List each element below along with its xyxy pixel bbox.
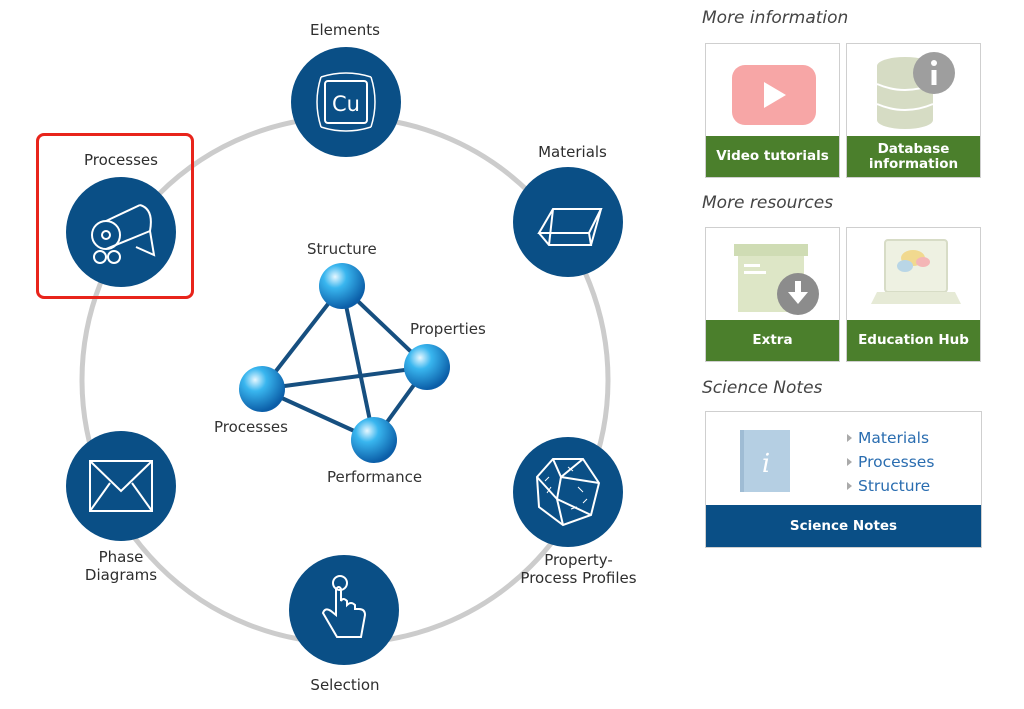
science-notes-panel: i Materials Processes Structure Science … bbox=[705, 411, 982, 548]
property-profiles-node[interactable] bbox=[513, 437, 623, 547]
elements-label[interactable]: Elements bbox=[310, 21, 380, 39]
science-notes-link-structure[interactable]: Structure bbox=[847, 474, 934, 498]
touch-hand-icon bbox=[321, 575, 367, 638]
box-download-icon bbox=[734, 244, 819, 315]
video-tutorials-tile[interactable]: Video tutorials bbox=[705, 43, 840, 178]
phase-diagrams-label[interactable]: Phase Diagrams bbox=[84, 548, 158, 584]
processes-node[interactable] bbox=[66, 177, 176, 287]
selection-label[interactable]: Selection bbox=[310, 676, 380, 694]
info-book-icon: i bbox=[740, 430, 790, 492]
svg-text:i: i bbox=[762, 449, 770, 479]
extra-tile[interactable]: Extra bbox=[705, 227, 840, 362]
processes-label[interactable]: Processes bbox=[84, 151, 158, 169]
education-hub-tile[interactable]: Education Hub bbox=[846, 227, 981, 362]
education-hub-label[interactable]: Education Hub bbox=[847, 320, 980, 361]
element-cu-icon: Cu bbox=[316, 72, 376, 132]
video-tutorials-label[interactable]: Video tutorials bbox=[706, 136, 839, 177]
extra-label[interactable]: Extra bbox=[706, 320, 839, 361]
phase-diagrams-node[interactable] bbox=[66, 431, 176, 541]
more-information-title: More information bbox=[702, 8, 849, 28]
materials-node[interactable] bbox=[513, 167, 623, 277]
science-notes-link-materials[interactable]: Materials bbox=[847, 426, 934, 450]
microstructure-icon bbox=[535, 458, 601, 527]
rolling-mill-icon bbox=[91, 204, 156, 264]
materials-label[interactable]: Materials bbox=[538, 143, 607, 161]
youtube-play-icon bbox=[732, 65, 816, 125]
tetra-label-performance: Performance bbox=[327, 468, 423, 486]
laptop-icon bbox=[871, 239, 961, 304]
ingot-icon bbox=[537, 208, 603, 246]
selection-node[interactable] bbox=[289, 555, 399, 665]
database-info-icon bbox=[876, 52, 955, 129]
science-notes-button[interactable]: Science Notes bbox=[706, 505, 981, 547]
tetra-label-processes: Processes bbox=[214, 418, 288, 436]
science-notes-title: Science Notes bbox=[702, 378, 823, 398]
processes-highlight-box bbox=[36, 133, 194, 299]
tetra-label-properties: Properties bbox=[410, 320, 486, 338]
science-notes-links: Materials Processes Structure bbox=[847, 426, 934, 498]
svg-text:Cu: Cu bbox=[332, 92, 360, 116]
elements-node[interactable]: Cu bbox=[291, 47, 401, 157]
more-resources-title: More resources bbox=[702, 193, 834, 213]
tetra-label-structure: Structure bbox=[307, 240, 377, 258]
property-profiles-label[interactable]: Property- Process Profiles bbox=[520, 551, 637, 587]
science-notes-link-processes[interactable]: Processes bbox=[847, 450, 934, 474]
phase-diagram-icon bbox=[89, 460, 153, 512]
